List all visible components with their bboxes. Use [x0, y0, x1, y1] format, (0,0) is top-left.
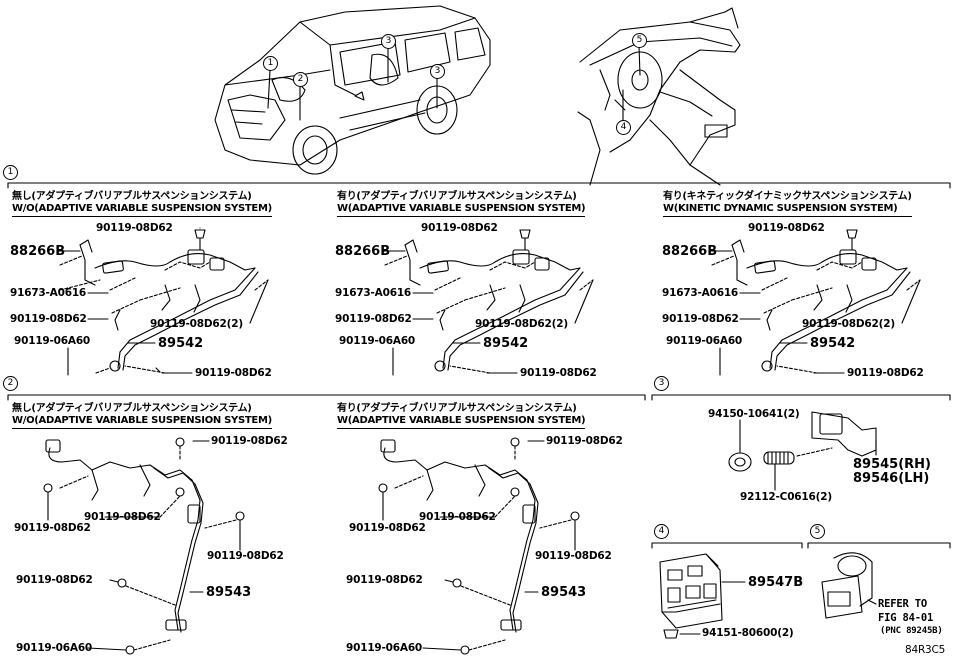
part-number: 89547B — [748, 575, 804, 590]
section1-harness-c — [711, 229, 921, 374]
vehicle-illustration — [214, 5, 491, 175]
part-number: 90119-08D62 — [16, 574, 93, 586]
part-number: 90119-06A60 — [346, 642, 423, 654]
reference-line-1: REFER TO — [878, 598, 927, 610]
part-number: 91673-A0616 — [662, 287, 739, 299]
section1-panel-a-header: 無し(アダプティブバリアブルサスペンションシステム) W/O(ADAPTIVE … — [12, 191, 272, 217]
panel-title-jp: 無し(アダプティブバリアブルサスペンションシステム) — [12, 403, 252, 414]
section1-panel-b-header: 有り(アダプティブバリアブルサスペンションシステム) W(ADAPTIVE VA… — [337, 191, 586, 217]
part-number: 90119-08D62 — [847, 367, 924, 379]
callout-3a: 3 — [381, 34, 396, 49]
part-number: 90119-08D62 — [10, 313, 87, 325]
part-number: 90119-08D62(2) — [150, 318, 243, 330]
illustration-code: 84R3C5 — [905, 644, 946, 656]
callout-1: 1 — [263, 56, 278, 71]
part-number: 90119-08D62 — [84, 511, 161, 523]
panel-title-en: W(ADAPTIVE VARIABLE SUSPENSION SYSTEM) — [337, 415, 586, 429]
part-number: 90119-08D62 — [211, 435, 288, 447]
section2-cable-b — [378, 437, 580, 655]
part-number: 94150-10641(2) — [708, 408, 800, 420]
part-number: 94151-80600(2) — [702, 627, 794, 639]
section4-ecu — [659, 553, 746, 639]
panel-title-en: W(ADAPTIVE VARIABLE SUSPENSION SYSTEM) — [337, 203, 586, 217]
part-number: 90119-08D62 — [335, 313, 412, 325]
part-number: 89545(RH) — [853, 457, 931, 472]
panel-title-en: W(KINETIC DYNAMIC SUSPENSION SYSTEM) — [663, 203, 912, 217]
part-number: 90119-06A60 — [666, 335, 743, 347]
part-number: 90119-08D62 — [520, 367, 597, 379]
callout-3b: 3 — [430, 64, 445, 79]
part-number: 89542 — [158, 336, 204, 351]
section2-panel-a-header: 無し(アダプティブバリアブルサスペンションシステム) W/O(ADAPTIVE … — [12, 403, 272, 429]
part-number: 90119-08D62 — [662, 313, 739, 325]
section2-cable-a — [43, 437, 245, 655]
part-number: 90119-06A60 — [14, 335, 91, 347]
part-number: 90119-08D62 — [207, 550, 284, 562]
part-number: 91673-A0616 — [335, 287, 412, 299]
section1-harness-b — [384, 229, 594, 374]
callout-4: 4 — [616, 120, 631, 135]
part-number: 90119-08D62 — [349, 522, 426, 534]
part-number: 88266B — [662, 244, 718, 259]
section3-sensor — [728, 411, 877, 491]
section4-badge: 4 — [654, 524, 669, 539]
callout-2: 2 — [293, 72, 308, 87]
section2-panel-b-header: 有り(アダプティブバリアブルサスペンションシステム) W(ADAPTIVE VA… — [337, 403, 586, 429]
part-number: 90119-08D62 — [748, 222, 825, 234]
part-number: 90119-08D62 — [14, 522, 91, 534]
panel-title-jp: 有り(アダプティブバリアブルサスペンションシステム) — [337, 403, 577, 414]
panel-title-en: W/O(ADAPTIVE VARIABLE SUSPENSION SYSTEM) — [12, 415, 272, 429]
part-number: 88266B — [335, 244, 391, 259]
panel-title-en: W/O(ADAPTIVE VARIABLE SUSPENSION SYSTEM) — [12, 203, 272, 217]
section1-panel-c-header: 有り(キネティックダイナミックサスペンションシステム) W(KINETIC DY… — [663, 191, 912, 217]
panel-title-jp: 無し(アダプティブバリアブルサスペンションシステム) — [12, 191, 252, 202]
part-number: 90119-08D62 — [546, 435, 623, 447]
reference-line-2: FIG 84-01 — [878, 612, 934, 624]
section1-leaders — [57, 227, 921, 376]
section1-harness-a — [59, 229, 269, 374]
part-number: 90119-08D62(2) — [802, 318, 895, 330]
dashboard-illustration — [577, 7, 741, 186]
part-number: 88266B — [10, 244, 66, 259]
part-number: 90119-08D62 — [419, 511, 496, 523]
part-number: 90119-08D62(2) — [475, 318, 568, 330]
part-number: 90119-08D62 — [96, 222, 173, 234]
part-number: 90119-08D62 — [195, 367, 272, 379]
part-number: 92112-C0616(2) — [740, 491, 832, 503]
callout-5: 5 — [632, 33, 647, 48]
part-number: 90119-08D62 — [535, 550, 612, 562]
part-number: 89542 — [810, 336, 856, 351]
part-number: 89542 — [483, 336, 529, 351]
part-number: 89546(LH) — [853, 471, 930, 486]
part-number: 91673-A0616 — [10, 287, 87, 299]
panel-title-jp: 有り(キネティックダイナミックサスペンションシステム) — [663, 191, 912, 202]
part-number: 90119-08D62 — [421, 222, 498, 234]
panel-title-jp: 有り(アダプティブバリアブルサスペンションシステム) — [337, 191, 577, 202]
section5-spiral — [821, 552, 877, 619]
part-number: 90119-06A60 — [339, 335, 416, 347]
section5-badge: 5 — [810, 524, 825, 539]
reference-line-3: (PNC 89245B) — [880, 626, 943, 636]
part-number: 90119-08D62 — [346, 574, 423, 586]
part-number: 89543 — [541, 585, 587, 600]
section3-badge: 3 — [654, 376, 669, 391]
section2-badge: 2 — [3, 376, 18, 391]
part-number: 89543 — [206, 585, 252, 600]
part-number: 90119-06A60 — [16, 642, 93, 654]
section1-badge: 1 — [3, 165, 18, 180]
